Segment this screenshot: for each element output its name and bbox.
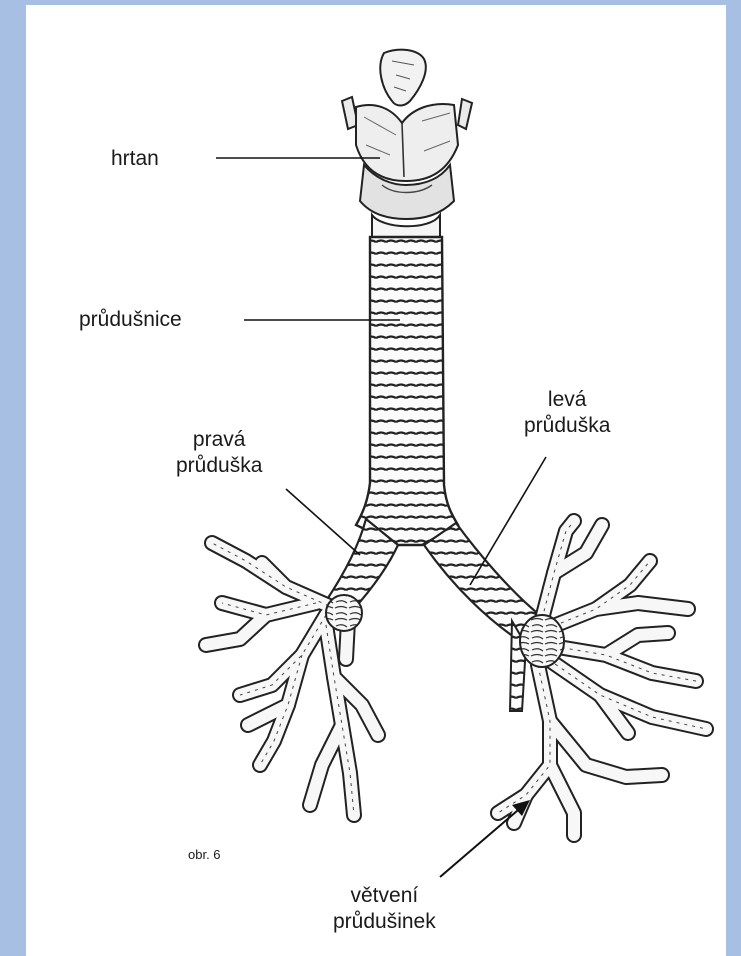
- label-left-bronchus-line2: průduška: [524, 413, 610, 439]
- label-left-bronchus-line1: levá: [524, 387, 610, 413]
- trachea-illustration: [356, 237, 458, 545]
- label-right-bronchus-line2: průduška: [176, 453, 262, 479]
- label-branching-line2: průdušinek: [333, 909, 436, 935]
- label-trachea: průdušnice: [79, 307, 182, 333]
- label-right-bronchus: pravá průduška: [176, 427, 262, 479]
- leader-left-bronchus: [470, 457, 546, 585]
- label-right-bronchus-line1: pravá: [176, 427, 262, 453]
- label-branching-line1: větvení: [333, 883, 436, 909]
- figure-number: obr. 6: [188, 847, 221, 863]
- leader-right-bronchus: [286, 489, 360, 555]
- label-hrtan: hrtan: [111, 146, 159, 172]
- label-branching: větvení průdušinek: [333, 883, 436, 935]
- larynx-illustration: [342, 50, 472, 237]
- arrow-branching: [440, 800, 530, 877]
- bronchial-tree-illustration: [206, 519, 706, 835]
- label-left-bronchus: levá průduška: [524, 387, 610, 439]
- figure-panel: hrtan průdušnice pravá průduška levá prů…: [26, 5, 726, 956]
